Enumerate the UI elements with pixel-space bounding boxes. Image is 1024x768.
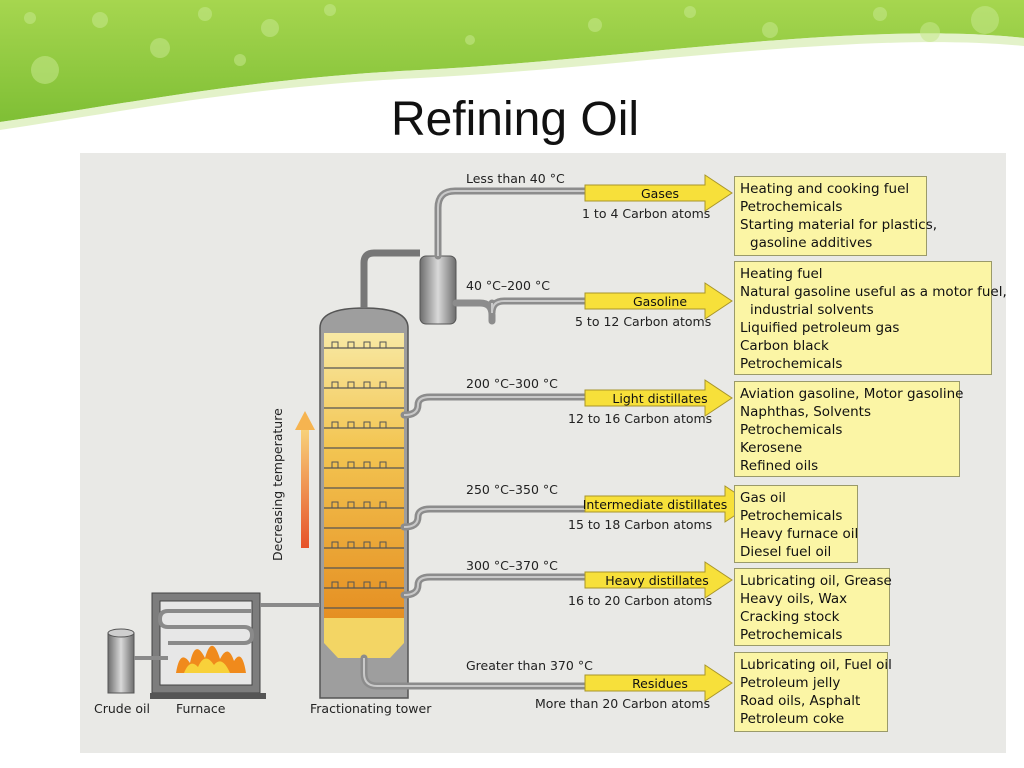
use-item: Carbon black	[740, 338, 829, 354]
fraction-name-light: Light distillates	[612, 391, 708, 406]
slide-title: Refining Oil	[390, 93, 640, 146]
uses-box-heavy: Lubricating oil, Grease Heavy oils, Wax …	[734, 568, 892, 646]
green-banner	[0, 0, 1024, 130]
use-item: Cracking stock	[740, 609, 840, 625]
fraction-name-residues: Residues	[632, 676, 688, 691]
crude-oil-label: Crude oil	[94, 701, 150, 716]
crude-oil-barrel	[107, 628, 168, 694]
fraction-name-gasoline: Gasoline	[632, 294, 688, 309]
bubbles	[24, 4, 999, 84]
temp-heavy: 300 °C–370 °C	[466, 558, 558, 573]
furnace-shape	[150, 592, 320, 699]
use-item: Road oils, Asphalt	[740, 693, 861, 709]
use-item: Lubricating oil, Fuel oil	[740, 657, 892, 673]
use-item: Petrochemicals	[740, 199, 843, 215]
use-item: Heating and cooking fuel	[740, 181, 910, 197]
temp-gases: Less than 40 °C	[466, 171, 565, 186]
use-item: gasoline additives	[750, 235, 873, 251]
use-item: Kerosene	[740, 440, 803, 456]
atoms-intermediate: 15 to 18 Carbon atoms	[568, 517, 713, 532]
diagram-graphics	[107, 174, 753, 702]
use-item: Diesel fuel oil	[740, 544, 832, 560]
use-item: Starting material for plastics,	[740, 217, 938, 233]
temp-residues: Greater than 370 °C	[466, 658, 593, 673]
use-item: Naphthas, Solvents	[740, 404, 871, 420]
use-item: Heavy oils, Wax	[740, 591, 848, 607]
condenser-tank	[360, 249, 457, 325]
use-item: Petrochemicals	[740, 356, 843, 372]
uses-box-light: Aviation gasoline, Motor gasoline Naphth…	[734, 381, 964, 477]
uses-box-residues: Lubricating oil, Fuel oil Petroleum jell…	[734, 652, 892, 732]
use-item: Liquified petroleum gas	[740, 320, 900, 336]
decreasing-temperature-label: Decreasing temperature	[270, 408, 285, 561]
fraction-arrows	[584, 174, 753, 702]
refining-diagram: Decreasing temperature Crude oil Furnace…	[80, 153, 1006, 753]
use-item: industrial solvents	[750, 302, 874, 318]
use-item: Petroleum coke	[740, 711, 845, 727]
uses-box-gasoline: Heating fuel Natural gasoline useful as …	[734, 261, 1006, 375]
temperature-arrow	[295, 411, 315, 548]
fraction-name-gases: Gases	[640, 186, 680, 201]
temp-light: 200 °C–300 °C	[466, 376, 558, 391]
fraction-name-intermediate: Intermediate distillates	[582, 497, 728, 512]
use-item: Petrochemicals	[740, 508, 843, 524]
furnace-label: Furnace	[176, 701, 226, 716]
atoms-heavy: 16 to 20 Carbon atoms	[568, 593, 713, 608]
fractionating-tower-shape	[319, 307, 409, 699]
tower-label: Fractionating tower	[310, 701, 432, 716]
atoms-gasoline: 5 to 12 Carbon atoms	[575, 314, 712, 329]
use-item: Heavy furnace oil	[740, 526, 859, 542]
use-item: Heating fuel	[740, 266, 823, 282]
pipe-highlights	[363, 190, 585, 687]
use-item: Lubricating oil, Grease	[740, 573, 892, 589]
temp-gasoline: 40 °C–200 °C	[466, 278, 550, 293]
atoms-residues: More than 20 Carbon atoms	[535, 696, 711, 711]
temp-intermediate: 250 °C–350 °C	[466, 482, 558, 497]
use-item: Natural gasoline useful as a motor fuel,	[740, 284, 1006, 300]
use-item: Petrochemicals	[740, 422, 843, 438]
use-item: Aviation gasoline, Motor gasoline	[740, 386, 964, 402]
use-item: Refined oils	[740, 458, 819, 474]
atoms-light: 12 to 16 Carbon atoms	[568, 411, 713, 426]
use-item: Petrochemicals	[740, 627, 843, 643]
atoms-gases: 1 to 4 Carbon atoms	[582, 206, 711, 221]
uses-box-gases: Heating and cooking fuel Petrochemicals …	[734, 176, 938, 256]
use-item: Gas oil	[740, 490, 786, 506]
uses-box-intermediate: Gas oil Petrochemicals Heavy furnace oil…	[734, 485, 858, 563]
use-item: Petroleum jelly	[740, 675, 841, 691]
fraction-name-heavy: Heavy distillates	[605, 573, 709, 588]
